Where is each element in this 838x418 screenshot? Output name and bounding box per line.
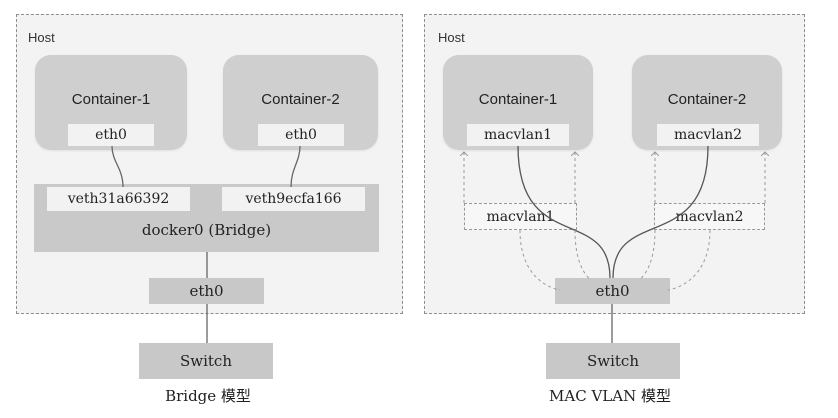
bridge-model-caption: Bridge 模型: [165, 387, 251, 405]
macvlan-container-2-title: Container-2: [667, 91, 747, 108]
bridge-host-eth0: eth0: [149, 278, 264, 304]
bridge-container-1-title: Container-1: [71, 91, 151, 108]
macvlan-container-1-title: Container-1: [478, 91, 558, 108]
macvlan-model-caption: MAC VLAN 模型: [549, 387, 671, 405]
bridge-container-2-title: Container-2: [261, 91, 340, 108]
docker0-bridge-label: docker0 (Bridge): [141, 221, 272, 239]
bridge-host-label: Host: [28, 30, 55, 45]
bridge-container-2-eth0: eth0: [258, 124, 344, 146]
macvlan-container-2-iface: macvlan2: [657, 124, 759, 146]
bridge-switch: Switch: [139, 343, 273, 379]
veth-interface-1: veth31a66392: [47, 187, 190, 211]
macvlan-sub-interface-2: macvlan2: [654, 203, 765, 230]
macvlan-sub-interface-1: macvlan1: [464, 203, 577, 230]
macvlan-container-1-iface: macvlan1: [467, 124, 569, 146]
bridge-container-1-eth0: eth0: [68, 124, 154, 146]
bridge-container-2: Container-2: [223, 55, 378, 150]
veth-interface-2: veth9ecfa166: [222, 187, 365, 211]
macvlan-switch: Switch: [546, 343, 680, 379]
macvlan-host-eth0: eth0: [555, 278, 670, 304]
macvlan-host-label: Host: [438, 30, 465, 45]
